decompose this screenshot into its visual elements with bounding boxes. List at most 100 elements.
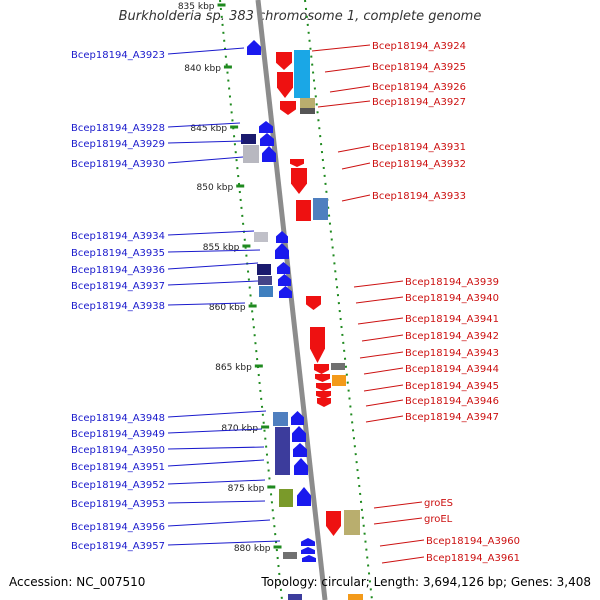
- chromosome-backbone: [255, 0, 328, 600]
- gene-feature-right[interactable]: [331, 363, 345, 370]
- gene-label-left[interactable]: Bcep18194_A3934: [71, 231, 165, 242]
- gene-feature-left[interactable]: [273, 412, 288, 426]
- gene-feature-right[interactable]: [290, 159, 304, 167]
- gene-label-left[interactable]: Bcep18194_A3957: [71, 541, 165, 552]
- gene-feature-left[interactable]: [254, 232, 268, 242]
- gene-feature-right[interactable]: [313, 198, 328, 220]
- gene-feature-right[interactable]: [296, 200, 311, 221]
- gene-label-right[interactable]: Bcep18194_A3926: [372, 82, 466, 93]
- gene-feature-left[interactable]: [260, 133, 274, 146]
- gene-feature-right[interactable]: [348, 594, 363, 600]
- gene-label-left[interactable]: Bcep18194_A3936: [71, 265, 165, 276]
- gene-feature-left[interactable]: [283, 552, 297, 559]
- gene-feature-left[interactable]: [291, 411, 304, 425]
- gene-feature-left[interactable]: [257, 264, 271, 275]
- gene-label-left[interactable]: Bcep18194_A3951: [71, 462, 165, 473]
- gene-feature-left[interactable]: [279, 489, 293, 507]
- gene-label-right[interactable]: Bcep18194_A3931: [372, 142, 466, 153]
- gene-feature-left[interactable]: [292, 426, 306, 442]
- gene-label-left[interactable]: Bcep18194_A3948: [71, 413, 165, 424]
- gene-label-left[interactable]: Bcep18194_A3956: [71, 522, 165, 533]
- gene-feature-right[interactable]: [315, 374, 330, 382]
- gene-feature-right[interactable]: [317, 398, 331, 407]
- gene-feature-left[interactable]: [293, 443, 307, 457]
- gene-label-right[interactable]: Bcep18194_A3943: [405, 348, 499, 359]
- gene-feature-right[interactable]: [314, 364, 329, 374]
- right-leader-line: [355, 296, 404, 304]
- gene-feature-right[interactable]: [280, 101, 296, 115]
- gene-label-right[interactable]: Bcep18194_A3927: [372, 97, 466, 108]
- gene-label-left[interactable]: Bcep18194_A3935: [71, 248, 165, 259]
- gene-label-right[interactable]: groES: [424, 498, 453, 509]
- gene-feature-left[interactable]: [297, 487, 311, 506]
- gene-label-right[interactable]: Bcep18194_A3942: [405, 331, 499, 342]
- gene-feature-right[interactable]: [291, 168, 307, 194]
- gene-label-left[interactable]: Bcep18194_A3923: [71, 50, 165, 61]
- gene-feature-left[interactable]: [278, 274, 291, 286]
- gene-feature-left[interactable]: [241, 134, 256, 144]
- gene-feature-left[interactable]: [275, 243, 289, 259]
- gene-feature-left[interactable]: [243, 145, 259, 163]
- gene-label-right[interactable]: Bcep18194_A3932: [372, 159, 466, 170]
- gene-feature-right[interactable]: [300, 108, 315, 114]
- gene-label-right[interactable]: Bcep18194_A3939: [405, 277, 499, 288]
- gene-feature-right[interactable]: [326, 511, 341, 536]
- gene-label-right[interactable]: groEL: [424, 514, 453, 525]
- gene-feature-right[interactable]: [276, 52, 292, 70]
- gene-feature-right[interactable]: [277, 72, 293, 98]
- gene-feature-left[interactable]: [259, 286, 273, 297]
- gene-label-left[interactable]: Bcep18194_A3953: [71, 499, 165, 510]
- gene-feature-right[interactable]: [332, 375, 346, 386]
- gene-label-right[interactable]: Bcep18194_A3945: [405, 381, 499, 392]
- gene-label-right[interactable]: Bcep18194_A3941: [405, 314, 499, 325]
- gene-feature-right[interactable]: [316, 383, 331, 391]
- gene-label-right[interactable]: Bcep18194_A3946: [405, 396, 499, 407]
- gene-feature-left[interactable]: [301, 547, 315, 554]
- ruler-tick-label: 865 kbp: [215, 363, 252, 373]
- gene-feature-left[interactable]: [294, 458, 308, 475]
- gene-label-right[interactable]: Bcep18194_A3933: [372, 191, 466, 202]
- gene-feature-right[interactable]: [306, 296, 321, 310]
- left-leader-line: [167, 249, 261, 253]
- gene-label-left[interactable]: Bcep18194_A3952: [71, 480, 165, 491]
- gene-label-left[interactable]: Bcep18194_A3949: [71, 429, 165, 440]
- right-leader-line: [357, 317, 404, 325]
- gene-feature-left[interactable]: [262, 146, 276, 162]
- left-leader-line: [167, 479, 266, 485]
- gene-label-left[interactable]: Bcep18194_A3928: [71, 123, 165, 134]
- left-leader-line: [167, 262, 259, 270]
- gene-label-left[interactable]: Bcep18194_A3950: [71, 445, 165, 456]
- gene-feature-right[interactable]: [344, 510, 360, 535]
- gene-label-left[interactable]: Bcep18194_A3929: [71, 139, 165, 150]
- right-leader-line: [337, 145, 371, 153]
- gene-feature-right[interactable]: [316, 391, 331, 399]
- left-leader-line: [167, 280, 259, 286]
- gene-label-left[interactable]: Bcep18194_A3930: [71, 159, 165, 170]
- gene-label-right[interactable]: Bcep18194_A3924: [372, 41, 466, 52]
- gene-feature-right[interactable]: [300, 98, 315, 108]
- gene-feature-left[interactable]: [247, 40, 261, 55]
- gene-feature-left[interactable]: [302, 555, 316, 562]
- gene-feature-left[interactable]: [259, 121, 273, 133]
- gene-label-right[interactable]: Bcep18194_A3960: [426, 536, 520, 547]
- gene-feature-left[interactable]: [258, 276, 272, 285]
- gene-label-right[interactable]: Bcep18194_A3947: [405, 412, 499, 423]
- left-leader-line: [167, 459, 265, 467]
- gene-label-left[interactable]: Bcep18194_A3938: [71, 301, 165, 312]
- gene-feature-left[interactable]: [275, 427, 290, 475]
- gene-label-left[interactable]: Bcep18194_A3937: [71, 281, 165, 292]
- gene-feature-left[interactable]: [288, 594, 302, 600]
- gene-label-right[interactable]: Bcep18194_A3961: [426, 553, 520, 564]
- right-leader-line: [363, 367, 404, 375]
- gene-label-right[interactable]: Bcep18194_A3925: [372, 62, 466, 73]
- gene-label-right[interactable]: Bcep18194_A3940: [405, 293, 499, 304]
- gene-label-right[interactable]: Bcep18194_A3944: [405, 364, 499, 375]
- ruler-tick-label: 875 kbp: [228, 484, 265, 494]
- gene-feature-left[interactable]: [279, 286, 292, 298]
- gene-feature-right[interactable]: [310, 327, 325, 363]
- gene-feature-left[interactable]: [276, 231, 288, 243]
- gene-feature-right[interactable]: [294, 50, 310, 98]
- gene-feature-left[interactable]: [277, 262, 290, 274]
- gene-feature-left[interactable]: [301, 538, 315, 546]
- right-leader-line: [341, 162, 371, 170]
